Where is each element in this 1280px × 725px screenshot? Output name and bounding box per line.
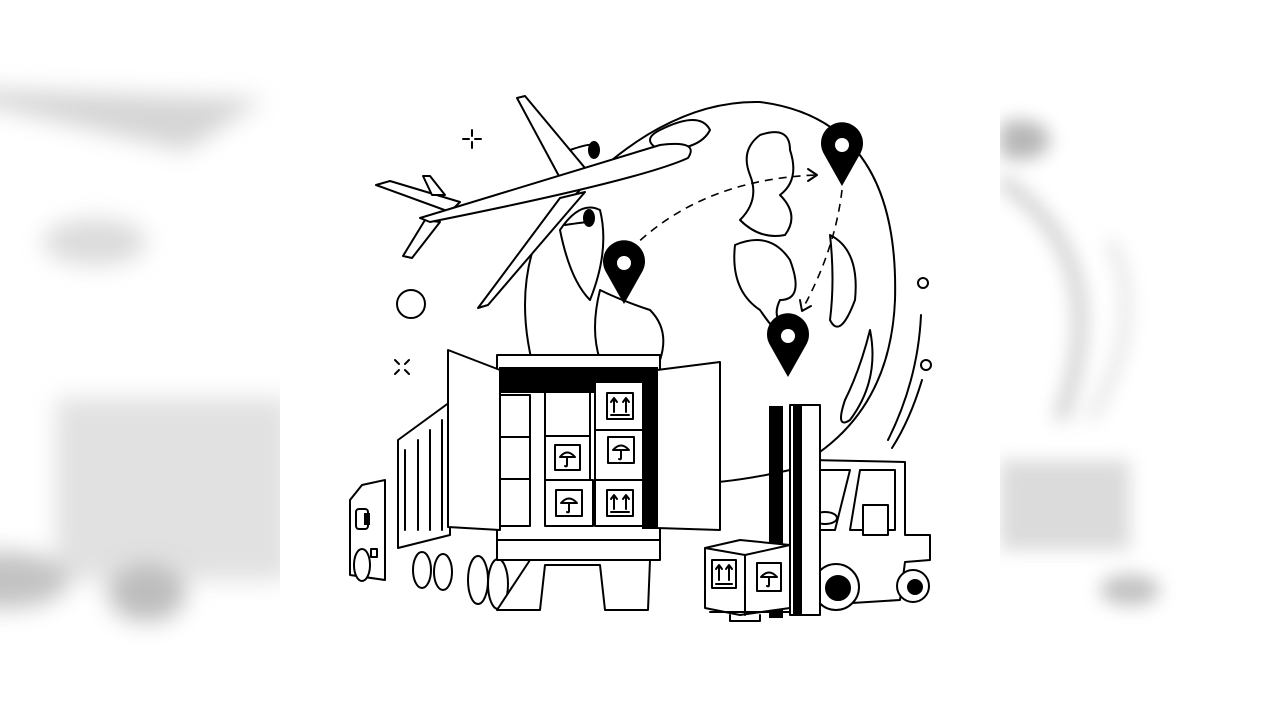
this-side-up-icon: [606, 489, 634, 517]
motion-line-icon: [891, 379, 923, 449]
circle-decoration-icon: [396, 289, 426, 319]
keep-dry-umbrella-icon: [555, 489, 583, 517]
right-blurred-panel: [1000, 0, 1280, 720]
route-arrow-icon: [629, 174, 816, 251]
map-pin-icon: [767, 313, 809, 378]
motion-line-icon: [887, 314, 922, 441]
sparkle-icon: [462, 129, 482, 149]
keep-dry-umbrella-icon: [607, 436, 635, 464]
route-arrow-icon: [801, 189, 843, 311]
logistics-illustration: [349, 95, 932, 622]
map-pin-icon: [603, 240, 645, 305]
map-pin-icon: [821, 122, 863, 187]
keep-dry-umbrella-icon: [756, 562, 782, 592]
airplane-icon: [375, 95, 692, 309]
truck-icon: [349, 349, 721, 611]
this-side-up-icon: [711, 559, 737, 589]
left-blurred-panel: [0, 0, 280, 720]
illustration-canvas: [280, 0, 1000, 720]
cargo-boxes: [499, 381, 644, 527]
box-icon: [704, 539, 791, 622]
this-side-up-icon: [606, 392, 634, 420]
x-sparkle-icon: [394, 359, 410, 375]
forklift-icon: [769, 404, 931, 618]
dot-decoration-icon: [920, 359, 932, 371]
keep-dry-umbrella-icon: [554, 444, 581, 471]
dot-decoration-icon: [917, 277, 929, 289]
